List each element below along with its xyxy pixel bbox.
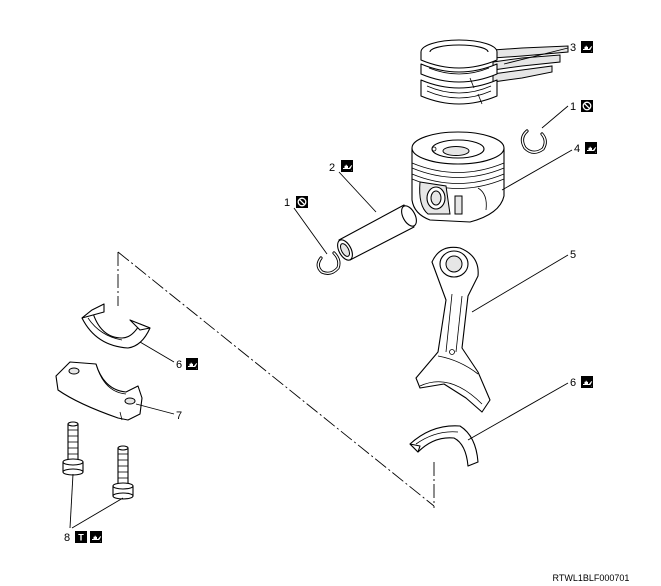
connecting-rod [415,246,491,413]
snap-ring-right [520,129,547,154]
callout-6-lower: 6 [570,377,576,389]
callout-4: 4 [574,143,580,155]
oil-can-icon [90,531,102,543]
cap-bolts [62,421,134,500]
leader-lines [69,47,573,529]
oil-can-icon [581,41,593,53]
callout-6-upper: 6 [176,359,182,371]
callout-3: 3 [570,42,576,54]
bearing-cap [55,361,143,421]
do-not-reuse-icon [580,99,594,113]
torque-icon: T [75,531,87,543]
piston [411,131,505,223]
bearing-upper [81,303,151,349]
oil-can-icon [581,376,593,388]
do-not-reuse-icon [295,195,309,209]
assembly-centerline [117,251,435,508]
oil-can-icon [341,160,353,172]
oil-can-icon [186,358,198,370]
figure-code: RTWL1BLF000701 [553,573,630,583]
callout-2: 2 [329,162,335,174]
callout-8: 8 [64,532,70,544]
piston-rings [420,39,569,105]
callout-1-left: 1 [284,197,290,209]
piston-pin [337,204,417,261]
callout-5: 5 [570,249,576,261]
snap-ring-left [316,251,341,275]
callout-1-right: 1 [570,101,576,113]
callout-7: 7 [176,410,182,422]
svg-text:T: T [78,533,84,543]
oil-can-icon [585,142,597,154]
bearing-lower [409,425,479,467]
